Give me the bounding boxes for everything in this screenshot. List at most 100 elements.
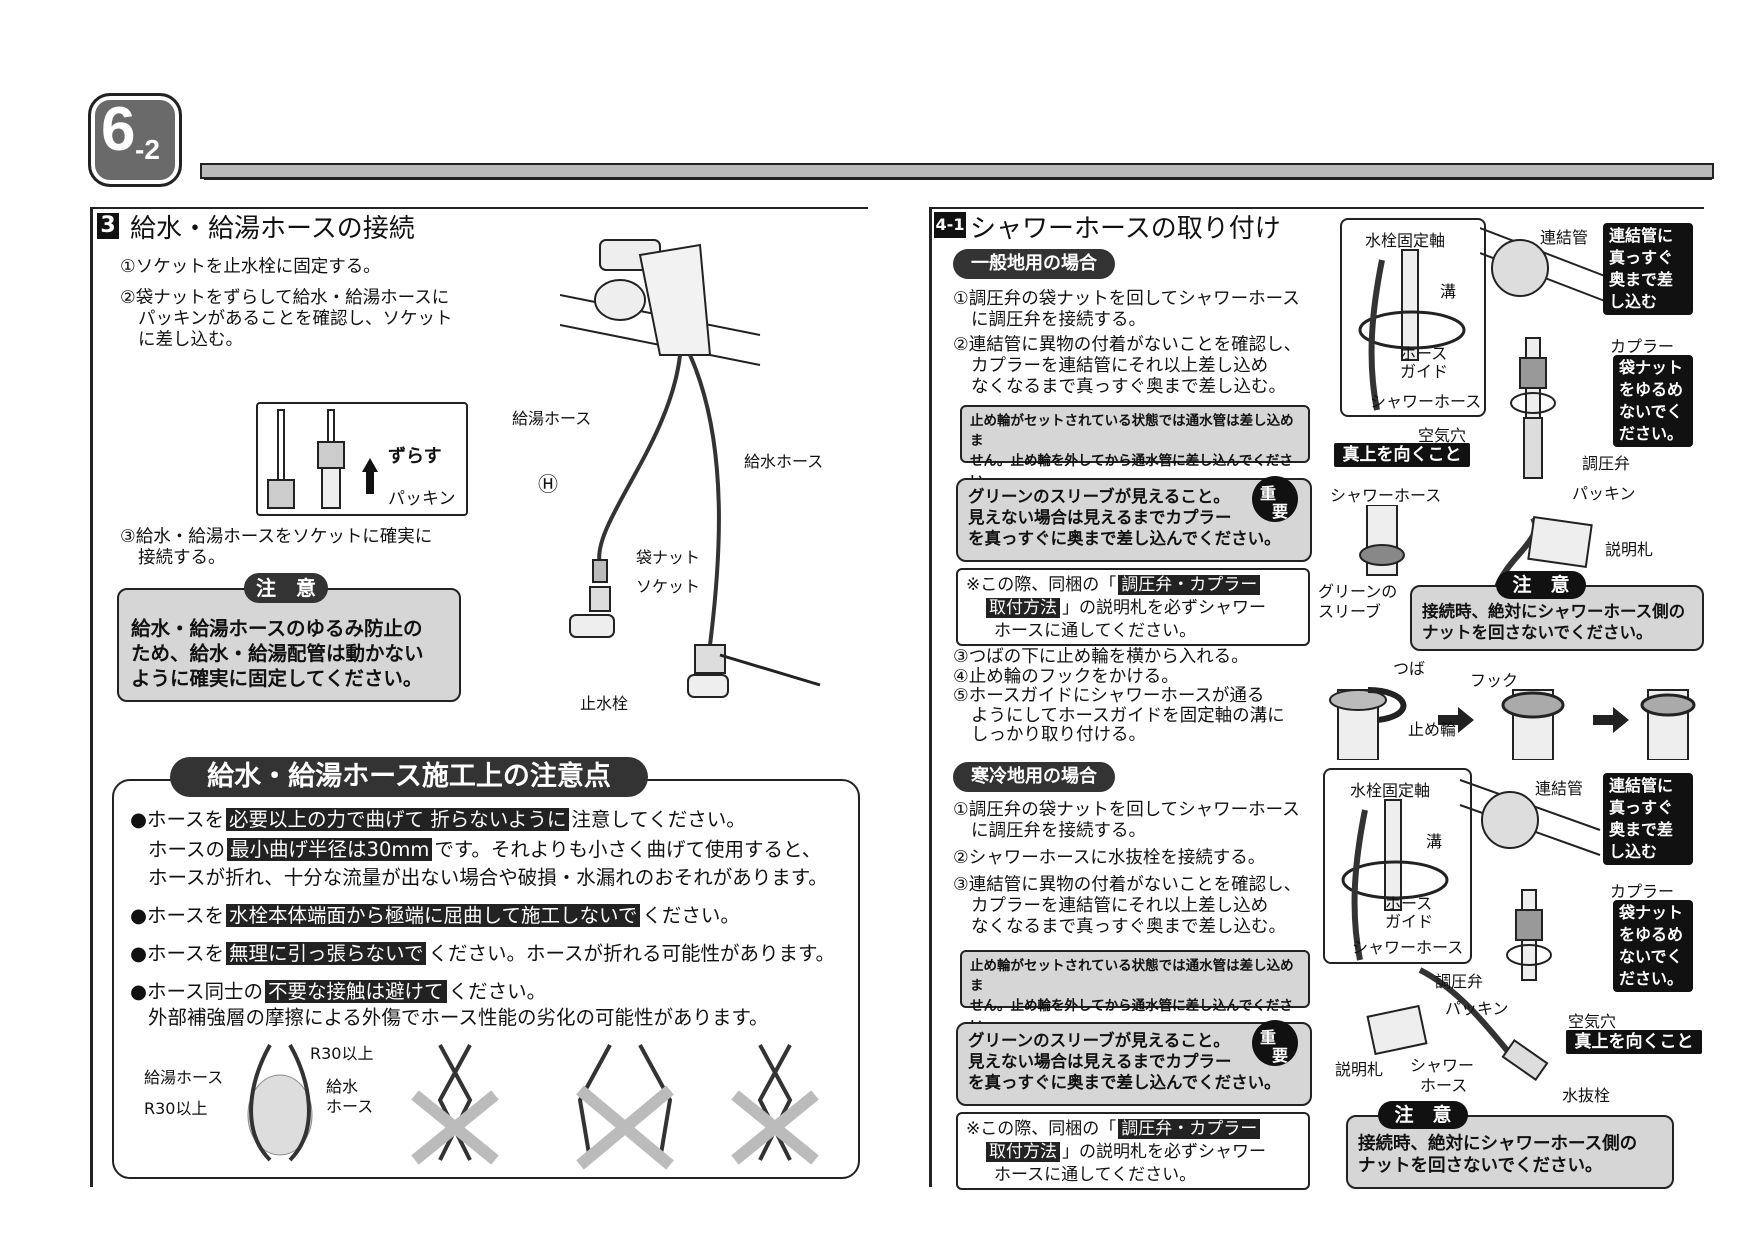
diag1-coupler: カプラー: [1610, 337, 1675, 356]
diag1-caution-line-2: ナットを回さないでください。: [1422, 623, 1653, 642]
note-1-b: 注意してください。: [571, 808, 746, 831]
diag2-caution-line-1: 接続時、絶対にシャワーホース側の: [1358, 1134, 1638, 1154]
left-title-rule: [90, 207, 868, 209]
hose-bend-figures: [247, 1044, 819, 1170]
left-caution-line-1: 給水・給湯ホースのゆるみ防止の: [131, 617, 423, 640]
section-badge: 6 -2: [88, 93, 182, 187]
general-step-4: ④止め輪のフックをかける。: [953, 666, 1179, 687]
general-note-line-3: ホースに通してください。: [994, 621, 1197, 641]
diag1-caution-box: 注 意 接続時、絶対にシャワーホース側の ナットを回さないでください。: [1410, 571, 1704, 651]
diag1-air-hole: 空気穴: [1418, 426, 1467, 445]
note-1: ●ホースを必要以上の力で曲げて 折らないように注意してください。: [130, 808, 850, 832]
diag2-detail-box: [1323, 768, 1472, 964]
bag-nut-label: 袋ナット: [636, 548, 701, 567]
general-steps-2: ③つばの下に止め輪を横から入れる。 ④止め輪のフックをかける。 ⑤ホースガイドに…: [953, 647, 1313, 746]
diag2-connect-pipe: 連結管: [1535, 779, 1584, 798]
retaining-ring-figure: [1329, 687, 1696, 760]
diag1-fixed-shaft: 水栓固定軸: [1365, 231, 1446, 250]
important-badge: 重 要: [1252, 476, 1298, 522]
diag1-sleeve-illustration: [1359, 505, 1405, 576]
note-1b-a: ホースの: [148, 838, 226, 861]
diag1-push-2: 真っすぐ: [1609, 248, 1674, 267]
note-4-a: ●ホース同士の: [130, 980, 264, 1003]
fig-hot-hose-label: 給湯ホース: [144, 1068, 224, 1087]
diag1-push-1: 連結管に: [1609, 226, 1674, 245]
general-step-3: ③つばの下に止め輪を横から入れる。: [953, 647, 1249, 667]
diag1-guide-illustration: [1358, 249, 1466, 411]
diag2-push-4: し込む: [1609, 842, 1658, 861]
diag2-caution-box: 注 意 接続時、絶対にシャワーホース側の ナットを回さないでください。: [1346, 1101, 1674, 1189]
general-step-5a: ⑤ホースガイドにシャワーホースが通る: [953, 686, 1265, 706]
diag1-pressure-valve: 調圧弁: [1582, 454, 1631, 473]
diag1-caution-title: 注 意: [1496, 571, 1586, 599]
general-steps: ①調圧弁の袋ナットを回してシャワーホース に調圧弁を接続する。 ②連結管に異物の…: [953, 289, 1318, 398]
note-1-hl: 必要以上の力で曲げて 折らないように: [226, 808, 570, 831]
cold-note-b: 」の説明札を必ずシャワー: [1062, 1142, 1266, 1162]
note-4-hl: 不要な接触は避けて: [265, 980, 447, 1003]
diag2-tag: 説明札: [1335, 1060, 1384, 1079]
diag2-push-note: 連結管に 真っすぐ 奥まで差 し込む: [1603, 773, 1693, 865]
left-caution-line-2: ため、給水・給湯配管は動かない: [131, 642, 424, 665]
diag2-hose-guide-2: ガイド: [1385, 912, 1434, 931]
cold-step-1b: に調圧弁を接続する。: [971, 821, 1146, 841]
general-note-a: ※この際、同梱の「: [966, 575, 1117, 595]
cold-warn-box: 止め輪がセットされている状態では通水管は差し込めま せん。止め輪を外してから通水…: [960, 950, 1310, 1034]
diag2-coupler-illustration: [1418, 779, 1601, 1082]
ring-fig-hook: フック: [1470, 671, 1519, 690]
diag1-connect-pipe: 連結管: [1540, 228, 1589, 247]
diag2-shower-1: シャワー: [1410, 1056, 1475, 1075]
right-title-rule: [929, 207, 1704, 209]
diag1-nut-note: 袋ナット をゆるめ ないでく ださい。: [1613, 355, 1693, 447]
important-badge-2: 要: [1272, 502, 1289, 521]
h-mark-label: Ⓗ: [538, 472, 558, 496]
cold-important-line-2: 見えない場合は見えるまでカプラー: [968, 1052, 1232, 1071]
diag2-caution-title: 注 意: [1378, 1101, 1468, 1129]
note-2: ●ホースを水栓本体端面から極端に屈曲して施工しないでください。: [130, 904, 850, 928]
fig-r30-label-a: R30以上: [310, 1044, 374, 1063]
note-1b-hl: 最小曲げ半径は30mm: [227, 838, 433, 861]
nut-slide-illustration: [267, 409, 378, 509]
cold-step-3a: ③連結管に異物の付着がないことを確認し、: [953, 875, 1302, 895]
diag2-groove: 溝: [1426, 832, 1443, 851]
general-important-line-2: 見えない場合は見えるまでカプラー: [968, 508, 1232, 527]
important-badge-1: 重: [1260, 484, 1277, 503]
general-warn-line-1: 止め輪がセットされている状態では通水管は差し込めま: [970, 413, 1294, 449]
diag1-nut-4: ださい。: [1619, 424, 1684, 443]
general-important-box: グリーンのスリーブが見えること。 見えない場合は見えるまでカプラー を真っすぐに…: [956, 476, 1312, 562]
general-label: 一般地用の場合: [953, 249, 1115, 279]
note-3: ●ホースを無理に引っ張らないでください。ホースが折れる可能性があります。: [130, 942, 850, 966]
right-title: シャワーホースの取り付け: [970, 214, 1281, 244]
fig-r30-label-b: R30以上: [144, 1099, 208, 1118]
header-rule-shadow: [204, 177, 1712, 180]
section-sub: -2: [135, 134, 160, 165]
cold-step-3c: なくなるまで真っすぐ奥まで差し込む。: [971, 917, 1286, 937]
diag2-fixed-shaft: 水栓固定軸: [1350, 781, 1431, 800]
diag2-shower-hose: シャワーホース: [1352, 938, 1464, 957]
general-step-5c: しっかり取り付ける。: [971, 725, 1146, 745]
general-note-line-1: ※この際、同梱の「調圧弁・カプラー: [966, 574, 1300, 597]
diag2-air-hole: 空気穴: [1568, 1012, 1617, 1031]
diag2-push-1: 連結管に: [1609, 776, 1674, 795]
diag1-hose-guide-2: ガイド: [1400, 362, 1449, 381]
fig-cold-label-2: ホース: [326, 1097, 374, 1116]
general-step-2c: なくなるまで真っすぐ奥まで差し込む。: [971, 377, 1286, 397]
diag1-nut-2: をゆるめ: [1619, 380, 1684, 399]
left-caution-title: 注 意: [244, 573, 328, 603]
note-2-b: ください。: [642, 904, 740, 927]
diag2-face-up: 真上を向くこと: [1566, 1030, 1702, 1054]
cold-important-badge-1: 重: [1260, 1028, 1277, 1047]
cold-note-hl1: 調圧弁・カプラー: [1118, 1119, 1261, 1139]
diag2-coupler: カプラー: [1610, 882, 1675, 901]
diag2-push-3: 奥まで差: [1609, 820, 1674, 839]
general-step-2a: ②連結管に異物の付着がないことを確認し、: [953, 335, 1302, 355]
diag1-tag: 説明札: [1605, 540, 1654, 559]
note-3-b: ください。ホースが折れる可能性があります。: [428, 942, 836, 965]
diag1-nut-1: 袋ナット: [1619, 358, 1684, 377]
cold-hose-label: 給水ホース: [744, 452, 824, 471]
cold-important-badge-2: 要: [1272, 1046, 1289, 1065]
diag1-push-4: し込む: [1609, 292, 1658, 311]
left-title: 給水・給湯ホースの接続: [130, 214, 415, 244]
general-step-1a: ①調圧弁の袋ナットを回してシャワーホース: [953, 289, 1300, 309]
general-important-line-1: グリーンのスリーブが見えること。: [968, 487, 1230, 506]
cold-step-3b: カプラーを連結管にそれ以上差し込め: [971, 896, 1269, 916]
